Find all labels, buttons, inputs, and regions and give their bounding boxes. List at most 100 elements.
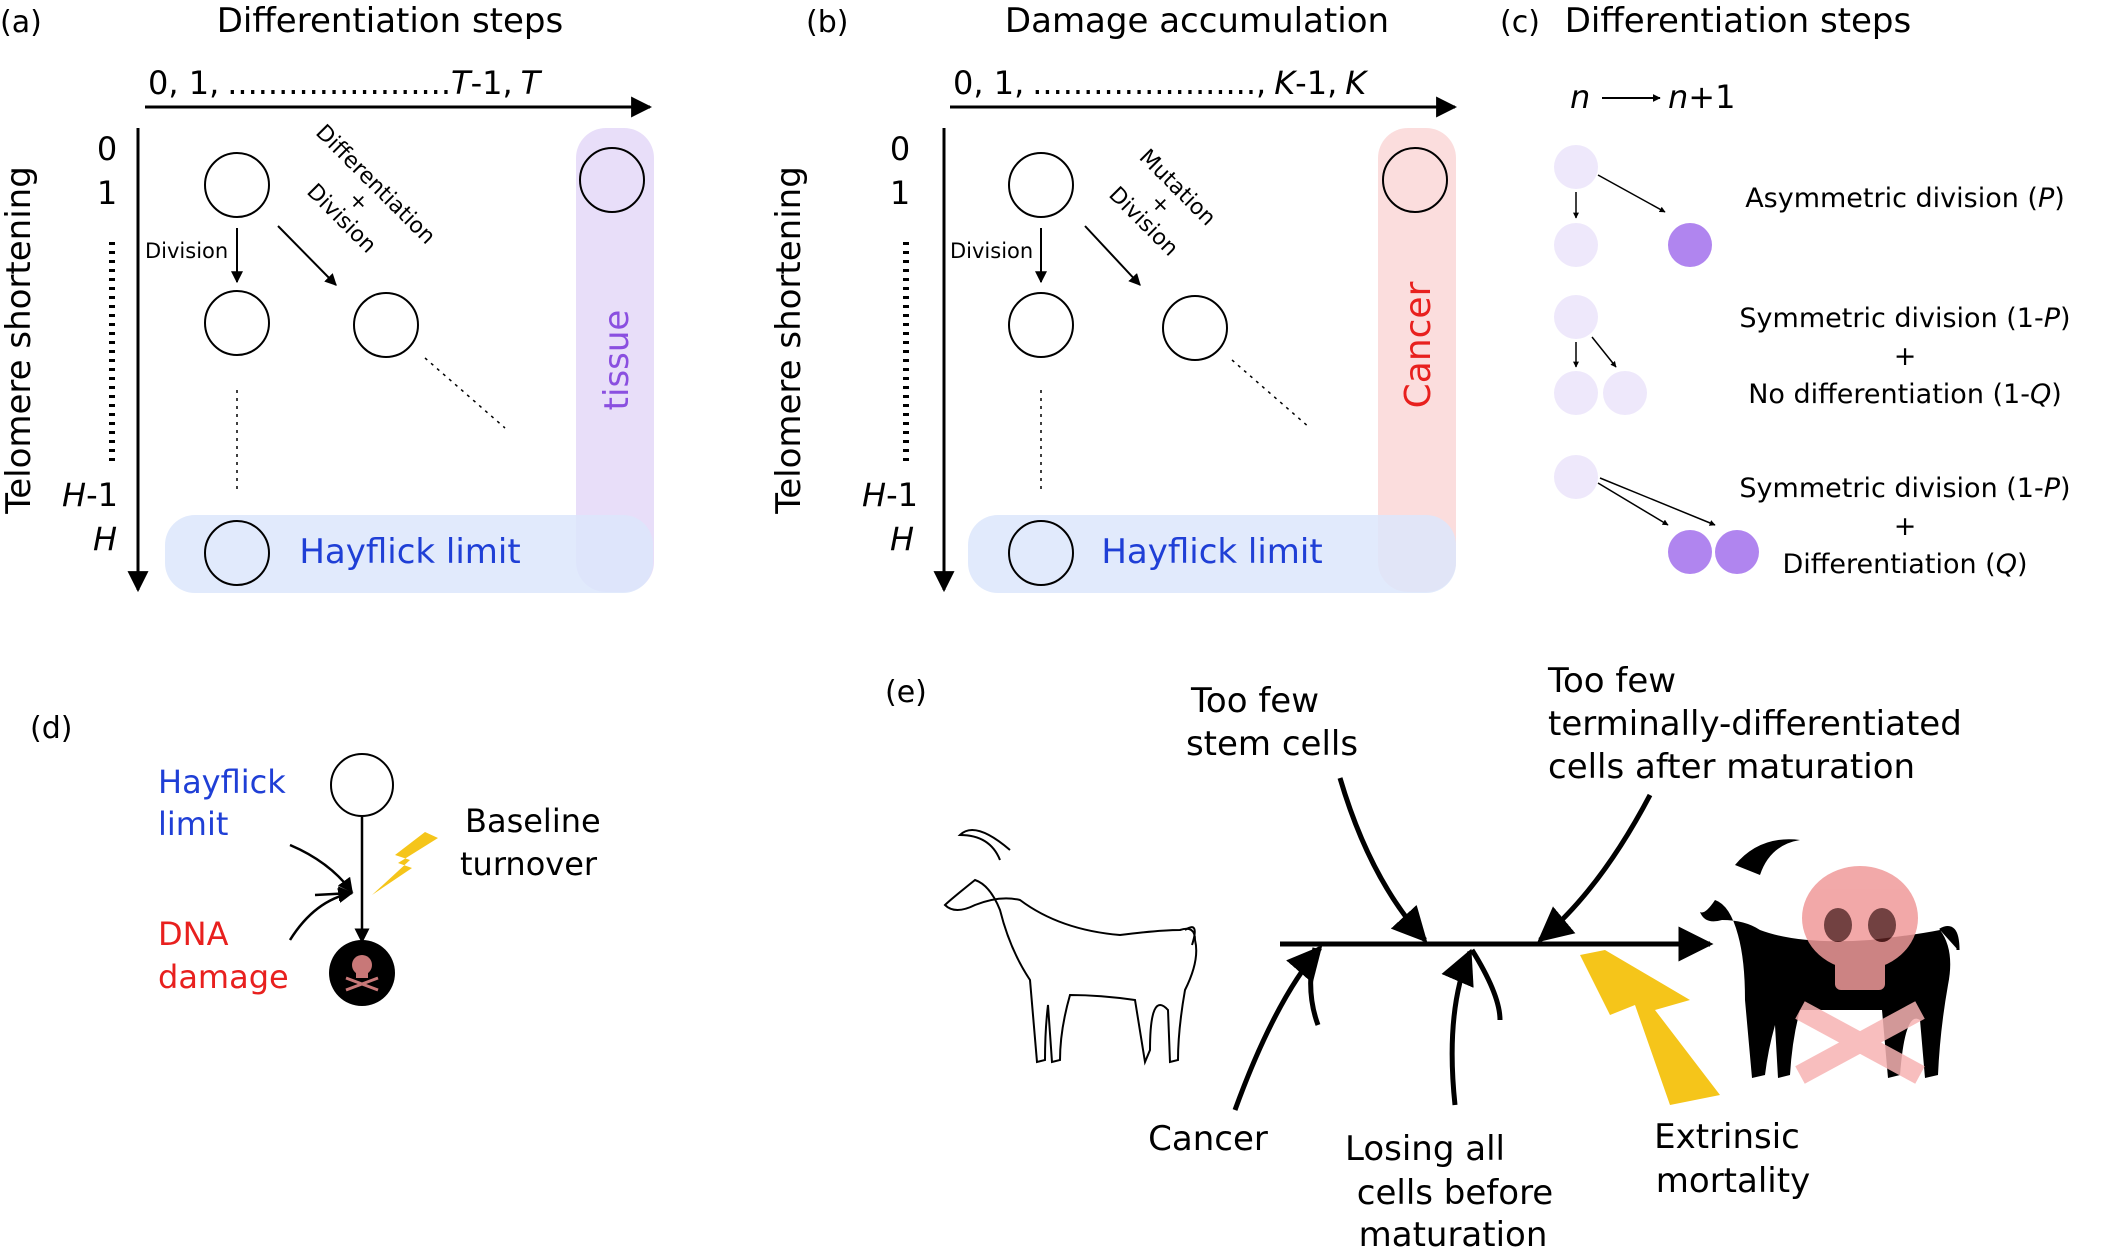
- panel-c: (c) Differentiation steps n n+1 Asymmetr…: [1500, 1, 2071, 580]
- x-axis-b-labels: 0, 1,......................,K-1,K: [953, 64, 1369, 102]
- y-tick-1-a: 1: [97, 174, 117, 212]
- division-label-a: Division: [145, 239, 228, 263]
- dna-d-1: DNA: [158, 915, 229, 953]
- cell-a-tissue: [579, 147, 645, 213]
- panel-e: (e) Too few stem cells Too few terminall…: [885, 661, 1962, 1250]
- panel-d: (d) Hayflick limit DNA damage Baseline t…: [30, 711, 601, 1006]
- panel-c-label: (c): [1500, 5, 1540, 40]
- cell-a-hayflick: [204, 520, 270, 586]
- cell-b-cancer: [1382, 147, 1448, 213]
- diag-arrow-b: [1084, 225, 1141, 286]
- y-axis-a-label: Telomere shortening: [0, 166, 39, 515]
- cancer-label: Cancer: [1398, 281, 1439, 408]
- hayflick-label-b: Hayflick limit: [1101, 532, 1322, 572]
- c-r1-daughter-stem: [1554, 223, 1598, 267]
- diag-arrow-a: [277, 225, 337, 286]
- y-tick-1-b: 1: [890, 174, 910, 212]
- cell-b-0-0: [1008, 152, 1074, 218]
- term-label-3: cells after maturation: [1548, 747, 1915, 787]
- c-row2-line2: No differentiation (1-Q): [1748, 379, 2062, 410]
- c-r1-arrow-2: [1597, 174, 1666, 213]
- panel-d-label: (d): [30, 711, 72, 746]
- c-r2-parent: [1554, 295, 1598, 339]
- panel-e-label: (e): [885, 675, 927, 710]
- baseline-d-2: turnover: [460, 845, 598, 883]
- c-r2-daughter-2: [1603, 371, 1647, 415]
- cell-b-hayflick: [1008, 520, 1074, 586]
- svg-text:Differentiation: Differentiation: [310, 120, 440, 250]
- division-label-b: Division: [950, 239, 1033, 263]
- stem-label-1: Too few: [1190, 681, 1319, 721]
- cancer-e-label: Cancer: [1148, 1119, 1268, 1159]
- stem-arrow: [1337, 777, 1428, 943]
- y-tick-0-b: 0: [890, 130, 910, 168]
- lightning-icon-e: [1580, 950, 1720, 1105]
- goat-alive-icon: [943, 829, 1198, 1066]
- dna-arrow-d: [288, 888, 354, 941]
- y-tick-h1-a: H-1: [62, 476, 118, 514]
- y-axis-b-label: Telomere shortening: [769, 166, 809, 515]
- tissue-band: [576, 128, 654, 592]
- cell-b-1-1: [1162, 295, 1228, 361]
- c-r1-daughter-diff: [1668, 223, 1712, 267]
- cell-d-top: [330, 753, 394, 817]
- hayflick-band-a: [165, 515, 653, 593]
- tissue-label: tissue: [597, 310, 637, 411]
- cancer-band: [1378, 128, 1456, 592]
- x-axis-a-labels: 0, 1,......................T-1,T: [148, 64, 543, 102]
- panel-a: (a) Differentiation steps 0, 1,.........…: [0, 1, 654, 593]
- panel-b-label: (b): [806, 5, 848, 40]
- hayflick-d-1: Hayflick: [158, 763, 286, 801]
- extrinsic-label-1: Extrinsic: [1654, 1117, 1800, 1157]
- panel-a-label: (a): [0, 5, 42, 40]
- c-r2-daughter-1: [1554, 371, 1598, 415]
- dna-d-2: damage: [158, 958, 289, 996]
- skull-icon-e: [1795, 866, 1925, 1084]
- y-tick-h1-b: H-1: [862, 476, 918, 514]
- c-r3-daughter-2: [1715, 530, 1759, 574]
- losing-hook: [1469, 948, 1503, 1021]
- hayflick-label-a: Hayflick limit: [299, 532, 520, 572]
- cell-a-0-0: [204, 152, 270, 218]
- term-label-2: terminally-differentiated: [1548, 704, 1962, 744]
- c-r1-parent: [1554, 145, 1598, 189]
- c-r2-arrow-2: [1591, 336, 1617, 368]
- c-row2-line1: Symmetric division (1-P): [1739, 303, 2070, 334]
- losing-arrow: [1441, 948, 1474, 1106]
- y-tick-0-a: 0: [97, 130, 117, 168]
- losing-label-1: Losing all: [1345, 1129, 1505, 1169]
- panel-b: (b) Damage accumulation 0, 1,...........…: [769, 1, 1458, 593]
- panel-b-title: Damage accumulation: [1005, 1, 1389, 41]
- cancer-hook: [1308, 947, 1321, 1026]
- hayflick-arrow-d: [289, 843, 354, 894]
- n-from: n: [1570, 78, 1590, 116]
- cell-a-1-1: [353, 292, 419, 358]
- n-to: n+1: [1668, 78, 1735, 116]
- baseline-d-1: Baseline: [465, 802, 601, 840]
- c-row3-line1: Symmetric division (1-P): [1739, 473, 2070, 504]
- losing-label-2: cells before: [1357, 1173, 1553, 1213]
- c-r3-daughter-1: [1668, 530, 1712, 574]
- extrinsic-label-2: mortality: [1656, 1161, 1810, 1201]
- diag-dots-a: [424, 357, 506, 429]
- diag-label-b: Mutation + Division: [1104, 145, 1221, 262]
- mid-arrow-d: [314, 886, 354, 902]
- c-row2-plus: +: [1894, 341, 1917, 372]
- c-row1-text: Asymmetric division (P): [1745, 183, 2065, 214]
- stem-label-2: stem cells: [1186, 724, 1358, 764]
- hayflick-d-2: limit: [158, 805, 228, 843]
- term-arrow: [1537, 793, 1653, 943]
- term-label-1: Too few: [1547, 661, 1676, 701]
- c-row3-line2: Differentiation (Q): [1782, 549, 2027, 580]
- hayflick-band-b: [968, 515, 1456, 593]
- diag-label-a: Differentiation + Division: [302, 120, 440, 258]
- cancer-arrow: [1232, 945, 1323, 1111]
- skull-icon: [345, 955, 379, 992]
- cell-b-1-0: [1008, 292, 1074, 358]
- panel-a-title: Differentiation steps: [217, 1, 563, 41]
- cell-a-1-0: [204, 290, 270, 356]
- y-tick-h-b: H: [890, 520, 914, 558]
- diag-dots-b: [1231, 359, 1311, 429]
- y-tick-h-a: H: [93, 520, 117, 558]
